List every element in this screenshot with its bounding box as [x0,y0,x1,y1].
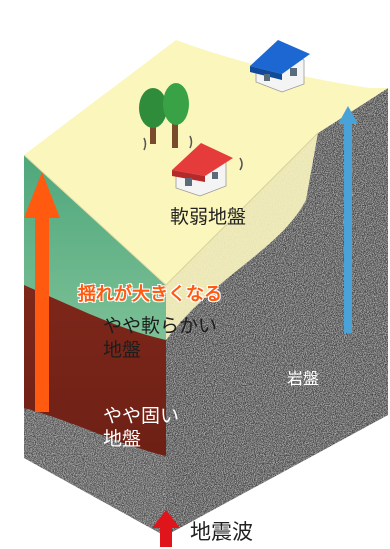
semi-hard-ground-label-line1: やや固い [103,405,180,427]
seismic-wave-arrow-icon [152,510,180,547]
semi-hard-ground-label-line2: 地盤 [103,427,142,450]
soft-ground-label: 軟弱地盤 [170,206,247,228]
bedrock-right-face [165,88,388,536]
house-icon [250,40,310,93]
soft-ground-face [24,133,318,340]
amplified-shaking-arrow [24,172,60,412]
soft-layer [24,155,166,340]
semi-soft-ground-label-line2: 地盤 [103,338,142,361]
bedrock-label: 岩盤 [287,369,320,388]
house-icon [172,143,243,197]
tree-icon [139,83,193,151]
semi-hard-ground-label: やや固い 地盤 [103,405,179,451]
amplification-label: 揺れが大きくなる [78,284,222,305]
bedrock-shaking-arrow [338,106,358,333]
semi-soft-ground-label: やや軟らかい 地盤 [103,315,217,363]
semi-soft-ground-label-line1: やや軟らかい [103,315,218,337]
seismic-wave-label: 地震波 [190,520,253,544]
